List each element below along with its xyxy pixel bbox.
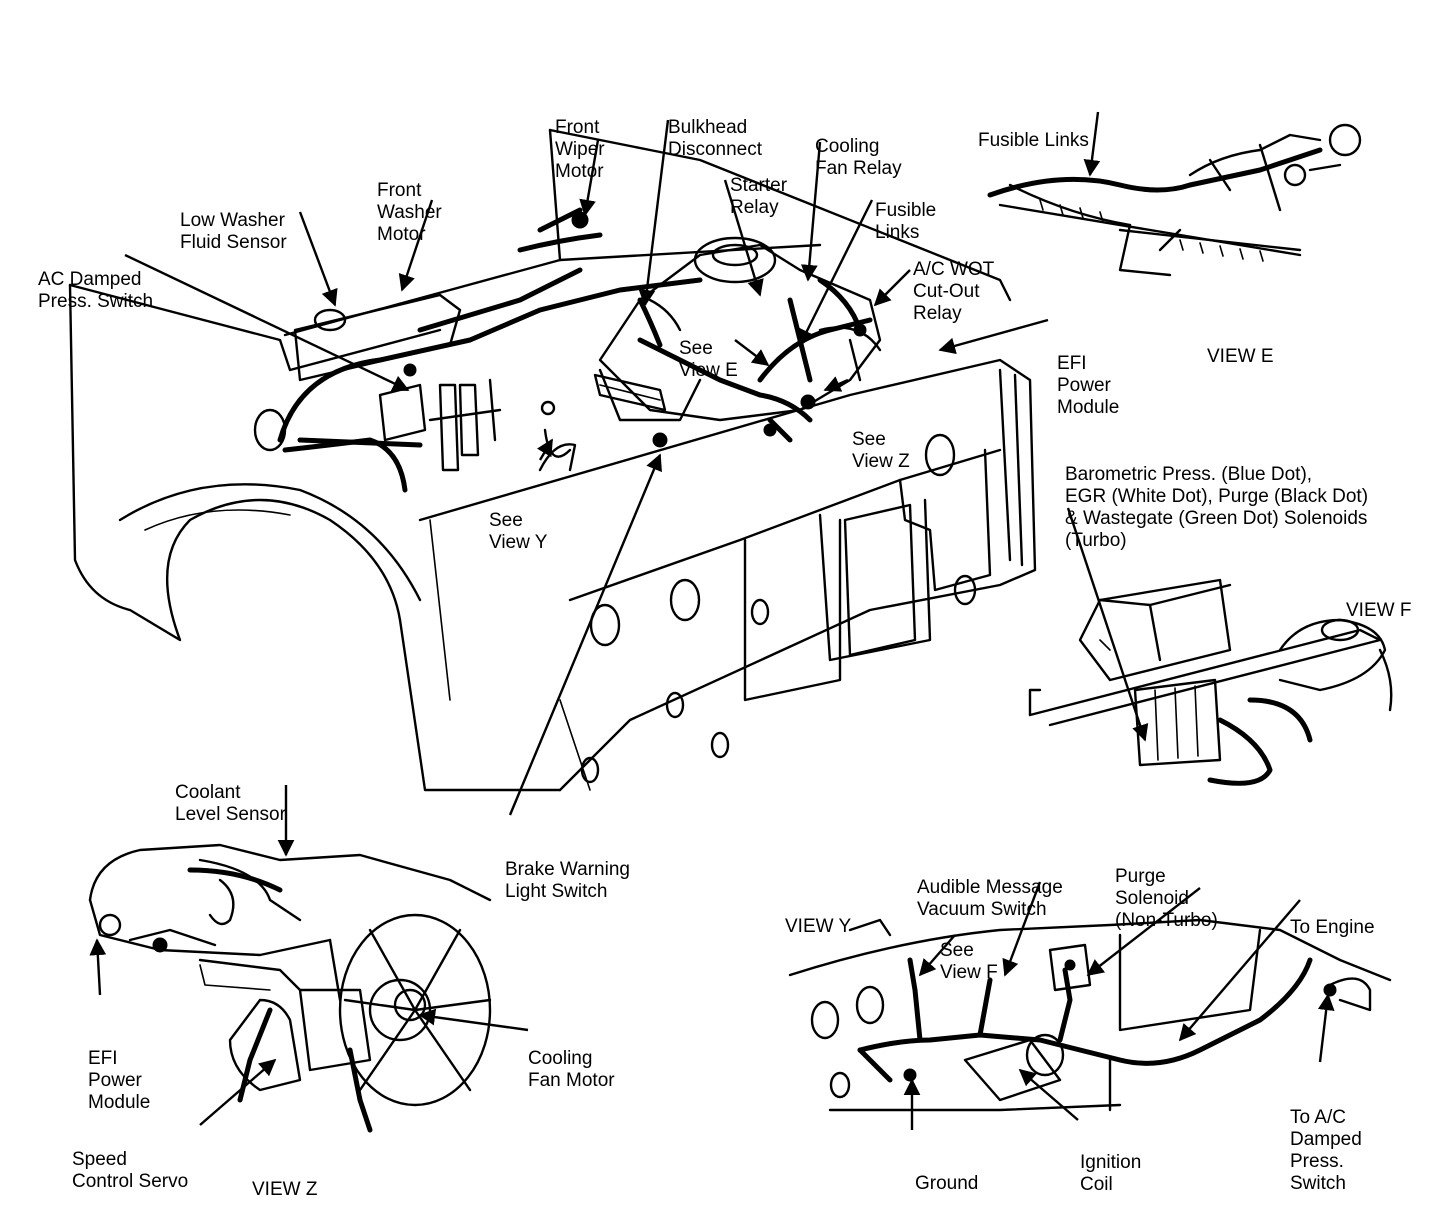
label-view-f: VIEW F xyxy=(1346,600,1412,621)
view-f-drawing xyxy=(1028,578,1393,786)
label-view-y: VIEW Y xyxy=(785,916,852,937)
label-view-e: VIEW E xyxy=(1207,346,1274,367)
view-e-drawing xyxy=(987,123,1362,277)
label-to-engine: To Engine xyxy=(1290,917,1375,938)
label-view-z: VIEW Z xyxy=(252,1179,318,1200)
label-solenoids-turbo: Barometric Press. (Blue Dot),EGR (White … xyxy=(1065,464,1369,551)
view-z-drawing xyxy=(88,843,492,1133)
main-compartment-drawing xyxy=(68,128,1037,792)
label-fusible-links-view-e: Fusible Links xyxy=(978,130,1089,151)
label-ground: Ground xyxy=(915,1173,979,1194)
view-y-drawing xyxy=(788,918,1392,1112)
leader-arrows xyxy=(89,111,1335,1130)
